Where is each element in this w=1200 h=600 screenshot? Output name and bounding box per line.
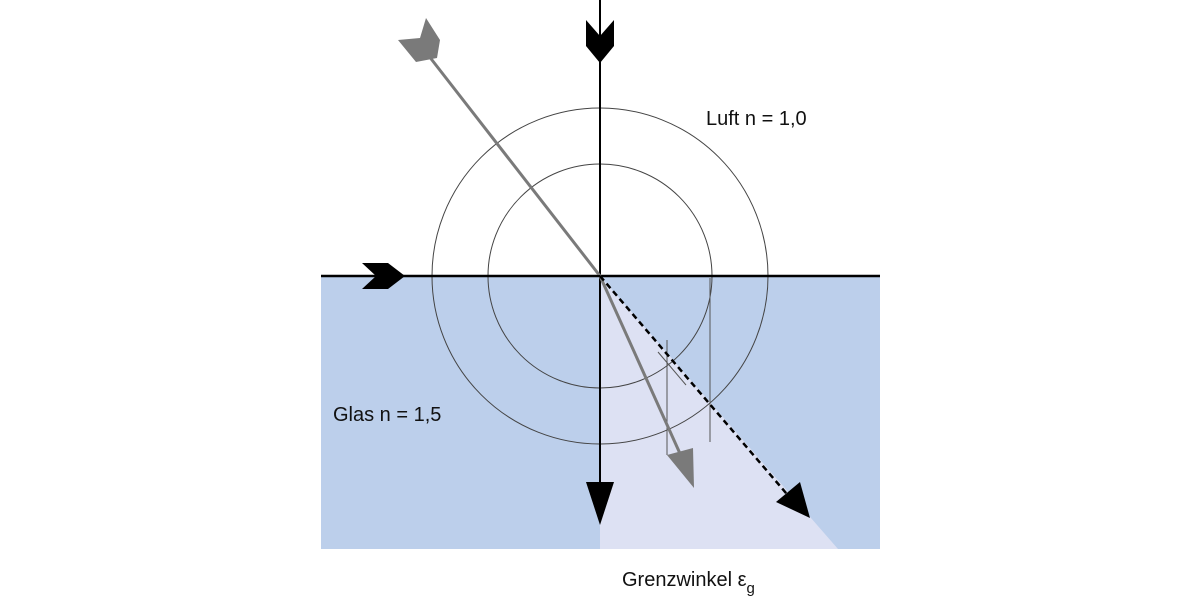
construction-tick: [657, 351, 687, 386]
critical-ray-line: [599, 275, 793, 501]
oblique-ray-fletching: [398, 18, 440, 62]
grazing-ray-fletching: [362, 263, 405, 289]
normal-ray-arrowhead: [586, 482, 614, 525]
glass-label: Glas n = 1,5: [333, 404, 441, 426]
air-label: Luft n = 1,0: [706, 108, 807, 130]
refracted-gray-ray-line: [598, 275, 684, 459]
critical-ray-arrowhead: [776, 482, 810, 518]
critical-angle-text: Grenzwinkel ε: [622, 569, 747, 591]
refracted-gray-arrowhead: [667, 448, 694, 488]
critical-angle-label: Grenzwinkel εg: [622, 569, 755, 597]
oblique-ray-line: [416, 41, 602, 277]
normal-ray-fletching: [586, 20, 614, 63]
critical-angle-subscript: g: [747, 580, 755, 597]
